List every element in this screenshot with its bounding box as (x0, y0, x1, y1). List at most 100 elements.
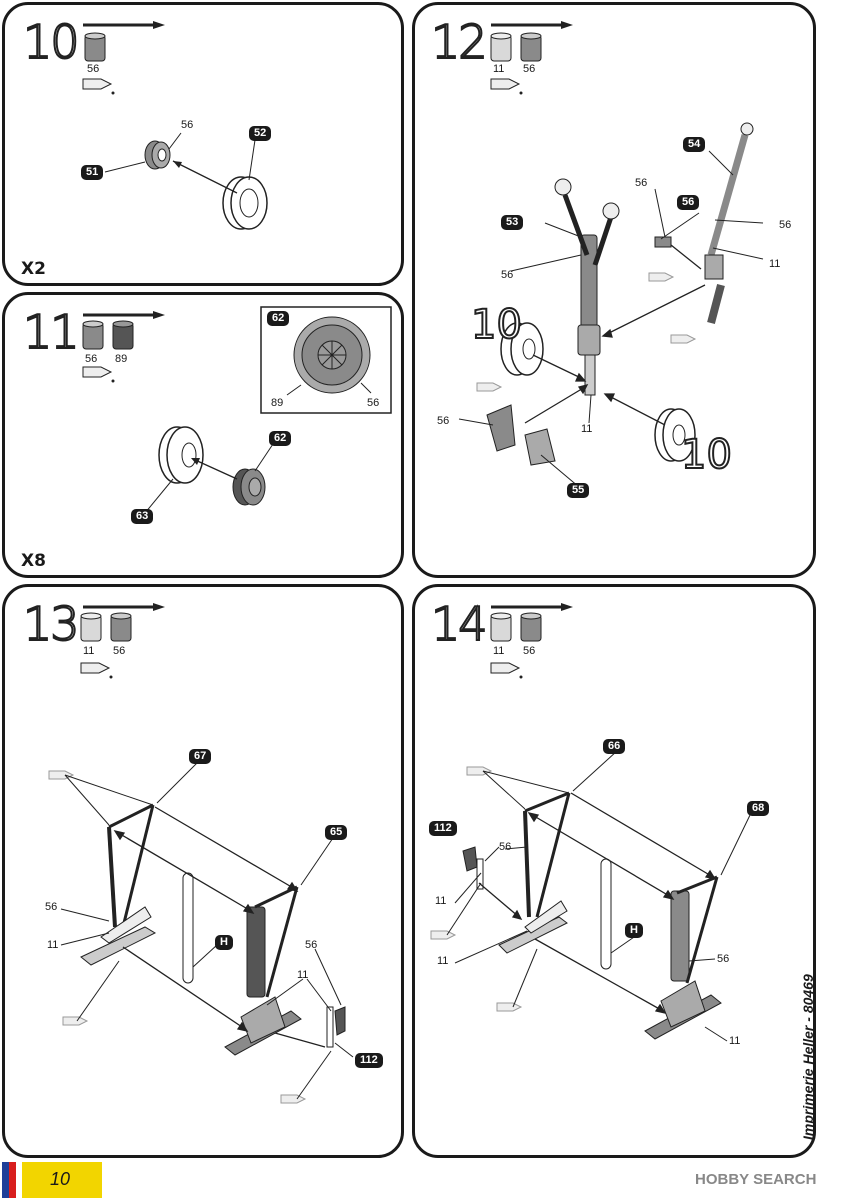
paint-pot-icon (520, 612, 542, 642)
part-tag-68: 68 (747, 801, 770, 816)
step-10-panel: 10 56 56 51 52 X2 (2, 2, 404, 286)
bracket-part-112 (326, 1006, 346, 1048)
color-callout: 56 (499, 841, 512, 853)
color-callout: 11 (581, 423, 593, 435)
glue-tube-icon (80, 662, 113, 679)
part-tag-112: 112 (355, 1053, 383, 1068)
hub-part-62 (232, 468, 266, 506)
paint-code: 56 (523, 63, 536, 75)
leg-assembly-66 (498, 791, 571, 954)
step-13-drawing (48, 603, 354, 1104)
part-tag-63: 63 (131, 509, 154, 524)
tire-part-52 (222, 176, 268, 230)
paint-code: 56 (87, 63, 100, 75)
color-callout: 56 (779, 219, 792, 231)
page-number-tab: 10 (22, 1162, 102, 1198)
step-11-drawing (82, 306, 392, 514)
step-13-panel: 13 (2, 584, 404, 1158)
step-10-drawing (82, 21, 268, 230)
quantity-label: X2 (21, 259, 46, 279)
glue-tube-icon (82, 78, 115, 95)
color-callout: 56 (305, 939, 318, 951)
glue-tube-icon (490, 78, 523, 95)
step-12-panel: 12 (412, 2, 816, 578)
wheel-right (654, 408, 696, 462)
color-callout: 56 (717, 953, 730, 965)
part-tag-62: 62 (269, 431, 292, 446)
quantity-label: X8 (21, 551, 46, 571)
color-callout: 56 (181, 119, 194, 131)
paintbrush-icon (83, 311, 165, 319)
rod-part-h (600, 858, 612, 970)
part-tag-54: 54 (683, 137, 706, 152)
step-11-panel: 11 56 89 62 (2, 292, 404, 578)
paint-code: 56 (523, 645, 536, 657)
paint-pot-icon (490, 32, 512, 62)
paint-code: 56 (113, 645, 126, 657)
paint-pot-icon (112, 320, 134, 350)
part-tag-51: 51 (81, 165, 104, 180)
part-tag-h: H (215, 935, 233, 950)
part-tag-67: 67 (189, 749, 212, 764)
part-tag-65: 65 (325, 825, 348, 840)
paint-pot-icon (490, 612, 512, 642)
color-callout: 56 (501, 269, 514, 281)
part-tag-55: 55 (567, 483, 590, 498)
leg-assembly-67 (80, 803, 157, 966)
paintbrush-icon (491, 21, 573, 29)
strut-part-54 (704, 122, 754, 325)
paint-code: 11 (493, 645, 505, 657)
rod-part-h (182, 872, 194, 984)
color-callout: 11 (297, 969, 309, 981)
glue-tube-icon (82, 366, 115, 383)
color-callout: 56 (437, 415, 450, 427)
part-tag-53: 53 (501, 215, 524, 230)
color-callout: 56 (367, 397, 380, 409)
bracket-part-56 (654, 236, 672, 248)
leg-assembly-68 (644, 875, 722, 1040)
paint-pot-icon (84, 32, 106, 62)
paint-code: 56 (85, 353, 98, 365)
color-callout: 89 (271, 397, 284, 409)
paint-pot-icon (80, 612, 102, 642)
main-leg-part-53 (554, 178, 620, 396)
hub-part-51 (144, 140, 171, 170)
leg-assembly-65 (224, 885, 302, 1056)
paint-pot-icon (82, 320, 104, 350)
part-tag-66: 66 (603, 739, 626, 754)
glue-tube-icon (490, 662, 523, 679)
part-tag-h: H (625, 923, 643, 938)
part-tag-62: 62 (267, 311, 290, 326)
paintbrush-icon (83, 21, 165, 29)
color-callout: 11 (47, 939, 59, 951)
color-callout: 11 (435, 895, 447, 907)
color-callout: 11 (729, 1035, 741, 1047)
step-12-drawing (458, 21, 764, 488)
step-14-panel: 14 (412, 584, 816, 1158)
step-number: 10 (22, 15, 81, 69)
part-tag-112: 112 (429, 821, 457, 836)
step-number: 14 (430, 597, 489, 651)
paint-pot-icon (110, 612, 132, 642)
flag-blue (2, 1162, 9, 1198)
watermark: HOBBY SEARCH (695, 1171, 817, 1188)
paintbrush-icon (83, 603, 165, 611)
color-callout: 11 (769, 258, 781, 270)
step-number: 12 (430, 15, 489, 69)
color-callout: 56 (635, 177, 648, 189)
step-number: 11 (22, 305, 81, 359)
printer-credit: Imprimerie Heller - 80469 (800, 974, 816, 1140)
color-callout: 56 (45, 901, 58, 913)
paint-pot-icon (520, 32, 542, 62)
step-number: 13 (22, 597, 81, 651)
paint-code: 89 (115, 353, 128, 365)
wheel-detail-62 (293, 316, 371, 394)
page-number: 10 (50, 1169, 71, 1189)
color-callout: 11 (437, 955, 449, 967)
step-14-drawing (430, 603, 752, 1042)
paint-code: 11 (493, 63, 505, 75)
part-tag-52: 52 (249, 126, 272, 141)
paintbrush-icon (491, 603, 573, 611)
door-part-55 (486, 404, 556, 466)
wheel-left (500, 322, 544, 376)
